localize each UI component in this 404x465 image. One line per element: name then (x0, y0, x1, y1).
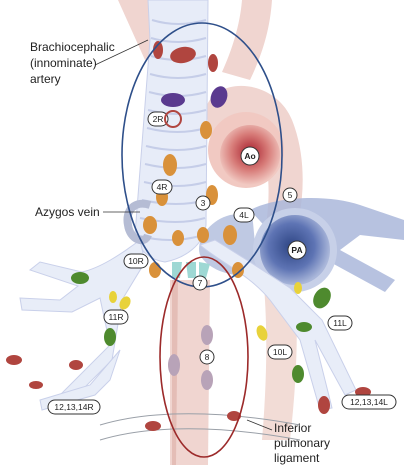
node-mauve (168, 354, 180, 376)
station-3: 3 (201, 198, 206, 208)
node-red (208, 54, 218, 72)
ao-label-circle (240, 146, 260, 166)
node-green (296, 322, 312, 332)
node-mauve (201, 325, 213, 345)
pointer-lines (94, 39, 273, 431)
node-teal (172, 262, 182, 278)
station-10r: 10R (128, 256, 144, 266)
station-labels: 2R 4R 3 4L 5 10R 7 11R 8 11L 10L 12,13,1… (47, 110, 397, 415)
inferior-pulmonary-ligament-line3: ligament (274, 451, 320, 465)
station-12-13-14r: 12,13,14R (54, 402, 93, 412)
station-12-13-14l: 12,13,14L (350, 397, 388, 407)
node-yellow (119, 296, 131, 310)
station-11r: 11R (109, 312, 124, 322)
station-7: 7 (198, 278, 203, 288)
brachiocephalic-label-line2: (innominate) (30, 56, 97, 70)
node-orange (149, 262, 161, 278)
node-orange (200, 121, 212, 139)
node-yellow (256, 325, 268, 341)
station-10l: 10L (273, 347, 287, 357)
node-teal (186, 262, 196, 278)
node-red (170, 46, 196, 64)
node-green (292, 365, 304, 383)
azygos-vein (123, 199, 152, 245)
lymph-nodes (6, 41, 371, 431)
node-teal (199, 262, 210, 278)
node-green (313, 287, 331, 309)
node-red-ring (164, 110, 182, 128)
node-red (29, 381, 43, 389)
node-orange (163, 154, 177, 176)
node-red (145, 421, 161, 431)
station-11l: 11L (333, 318, 347, 328)
node-orange (197, 227, 209, 243)
brachiocephalic-label-line1: Brachiocephalic (30, 40, 115, 54)
node-mauve (201, 370, 213, 390)
azygos-vein-label: Azygos vein (35, 205, 100, 219)
node-orange (143, 216, 157, 234)
ao-label: Ao (244, 151, 255, 161)
node-red (318, 396, 330, 414)
node-purple (210, 86, 228, 108)
pa-label: PA (291, 245, 302, 255)
station-4r: 4R (157, 182, 168, 192)
node-yellow (294, 282, 302, 294)
node-red (227, 411, 241, 421)
station-8: 8 (205, 352, 210, 362)
inferior-pulmonary-ligament-line1: Inferior (274, 421, 311, 435)
esophagus (170, 280, 210, 465)
node-green (104, 328, 116, 346)
node-yellow (109, 291, 117, 303)
left-carotid-artery (222, 0, 272, 80)
inferior-pulmonary-ligament (99, 413, 301, 441)
pa-label-circle (287, 240, 307, 260)
station-2r: 2R (153, 114, 164, 124)
station-4l: 4L (239, 210, 249, 220)
esophageal-region-ellipse-red (159, 256, 249, 458)
node-orange (172, 230, 184, 246)
brachiocephalic-label-line3: artery (30, 72, 61, 86)
node-red (6, 355, 22, 365)
bronchi (19, 239, 357, 411)
node-red (153, 41, 163, 59)
node-green (71, 272, 89, 284)
inferior-pulmonary-ligament-line2: pulmonary (274, 436, 330, 450)
node-red (69, 360, 83, 370)
node-orange (232, 262, 244, 278)
node-orange (223, 225, 237, 245)
station-5: 5 (288, 190, 293, 200)
node-purple (161, 93, 185, 107)
